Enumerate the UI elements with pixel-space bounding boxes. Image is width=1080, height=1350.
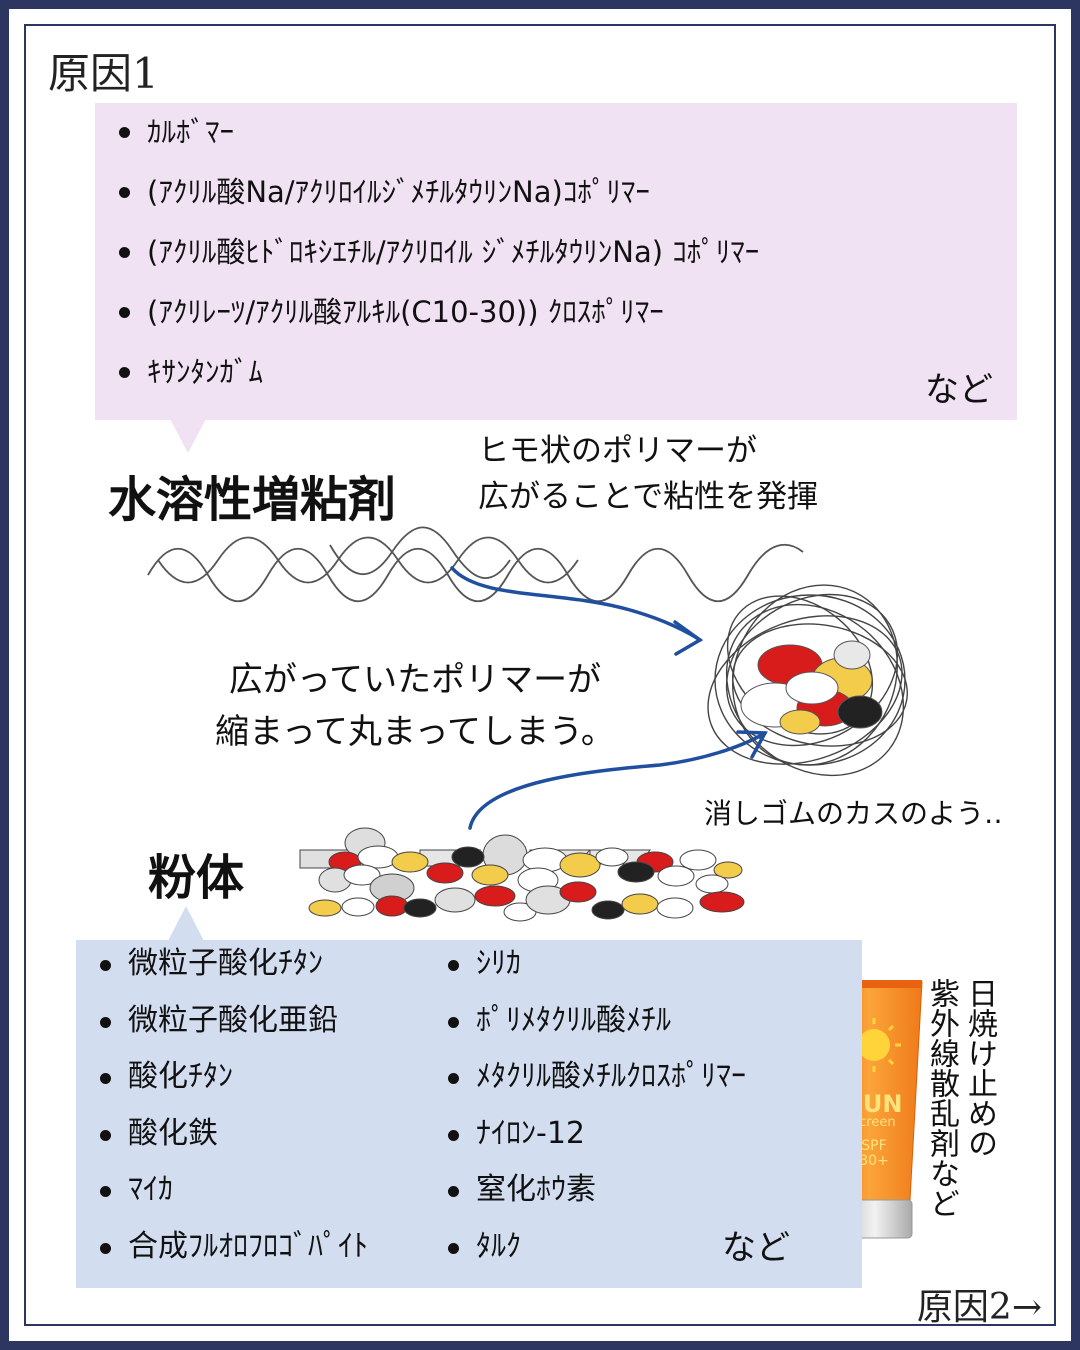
list-item: 酸化鉄 <box>96 1114 368 1171</box>
list-item: 微粒子酸化亜鉛 <box>96 1001 368 1058</box>
tube-spf-value: 30+ <box>859 1153 889 1169</box>
polymer-wave-illustration <box>147 526 804 602</box>
tube-spf: SPF <box>861 1138 887 1154</box>
next-cause-link[interactable]: 原因2→ <box>916 1287 1042 1328</box>
sunscreen-caption-col1: 日焼け止めの <box>962 978 997 1158</box>
arrow-powder-to-ball <box>468 730 768 830</box>
eraser-caption: 消しゴムのカスのよう‥ <box>704 797 1003 830</box>
powder-particles-illustration <box>299 827 745 922</box>
powder-list-right: ｼﾘｶ ﾎﾟﾘﾒﾀｸﾘﾙ酸ﾒﾁﾙ ﾒﾀｸﾘﾙ酸ﾒﾁﾙｸﾛｽﾎﾟﾘﾏｰ ﾅｲﾛﾝ-… <box>444 944 746 1283</box>
polymer-note-line1: ヒモ状のポリマーが <box>478 433 757 469</box>
list-item: 合成ﾌﾙｵﾛﾌﾛｺﾞﾊﾟｲﾄ <box>96 1227 368 1284</box>
polymer-etc-label: など <box>925 370 993 410</box>
list-item: (ｱｸﾘﾚｰﾂ/ｱｸﾘﾙ酸ｱﾙｷﾙ(C10-30)) ｸﾛｽﾎﾟﾘﾏｰ <box>115 292 759 352</box>
list-item: ｼﾘｶ <box>444 944 746 1001</box>
polymer-note-line2: 広がることで粘性を発揮 <box>478 479 819 515</box>
list-item: (ｱｸﾘﾙ酸Na/ｱｸﾘﾛｲﾙｼﾞﾒﾁﾙﾀｳﾘﾝNa)ｺﾎﾟﾘﾏｰ <box>115 172 759 232</box>
shrink-line2: 縮まって丸まってしまう。 <box>215 712 615 752</box>
page-title: 原因1 <box>48 49 159 98</box>
list-item: 窒化ﾎｳ素 <box>444 1170 746 1227</box>
list-item: 酸化ﾁﾀﾝ <box>96 1057 368 1114</box>
list-item: (ｱｸﾘﾙ酸ﾋﾄﾞﾛｷｼｴﾁﾙ/ｱｸﾘﾛｲﾙ ｼﾞﾒﾁﾙﾀｳﾘﾝNa) ｺﾎﾟﾘ… <box>115 232 759 292</box>
arrow-polymer-to-ball <box>450 566 704 656</box>
shrink-explanation: 広がっていたポリマーが 縮まって丸まってしまう。 <box>205 654 625 758</box>
list-item: ﾎﾟﾘﾒﾀｸﾘﾙ酸ﾒﾁﾙ <box>444 1001 746 1058</box>
powder-etc-label: など <box>722 1228 790 1268</box>
list-item: ﾒﾀｸﾘﾙ酸ﾒﾁﾙｸﾛｽﾎﾟﾘﾏｰ <box>444 1057 746 1114</box>
polymer-heading: 水溶性増粘剤 <box>108 472 397 528</box>
powder-box-pointer <box>168 906 204 941</box>
list-item: ｶﾙﾎﾞﾏｰ <box>115 112 759 172</box>
polymer-list-box <box>95 103 1017 420</box>
powder-list-left: 微粒子酸化ﾁﾀﾝ 微粒子酸化亜鉛 酸化ﾁﾀﾝ 酸化鉄 ﾏｲｶ 合成ﾌﾙｵﾛﾌﾛｺ… <box>96 944 368 1283</box>
sunscreen-caption-col2: 紫外線散乱剤など <box>924 978 959 1218</box>
shrink-line1: 広がっていたポリマーが <box>228 660 602 700</box>
powder-list-box <box>76 940 862 1288</box>
list-item: ｷｻﾝﾀﾝｶﾞﾑ <box>115 352 759 412</box>
polymer-note: ヒモ状のポリマーが 広がることで粘性を発揮 <box>478 428 818 520</box>
sunscreen-caption: 日焼け止めの 紫外線散乱剤など <box>922 978 998 1238</box>
inner-frame <box>24 24 1056 1326</box>
polymer-box-pointer <box>170 419 206 453</box>
clumped-particles <box>740 640 883 735</box>
powder-heading: 粉体 <box>148 850 245 906</box>
tube-sub: screen <box>852 1115 896 1130</box>
list-item: ﾅｲﾛﾝ-12 <box>444 1114 746 1171</box>
list-item: ﾏｲｶ <box>96 1170 368 1227</box>
tangled-polymer-illustration <box>707 584 908 777</box>
list-item: ﾀﾙｸ <box>444 1227 746 1284</box>
list-item: 微粒子酸化ﾁﾀﾝ <box>96 944 368 1001</box>
polymer-list: ｶﾙﾎﾞﾏｰ (ｱｸﾘﾙ酸Na/ｱｸﾘﾛｲﾙｼﾞﾒﾁﾙﾀｳﾘﾝNa)ｺﾎﾟﾘﾏｰ… <box>115 112 759 412</box>
